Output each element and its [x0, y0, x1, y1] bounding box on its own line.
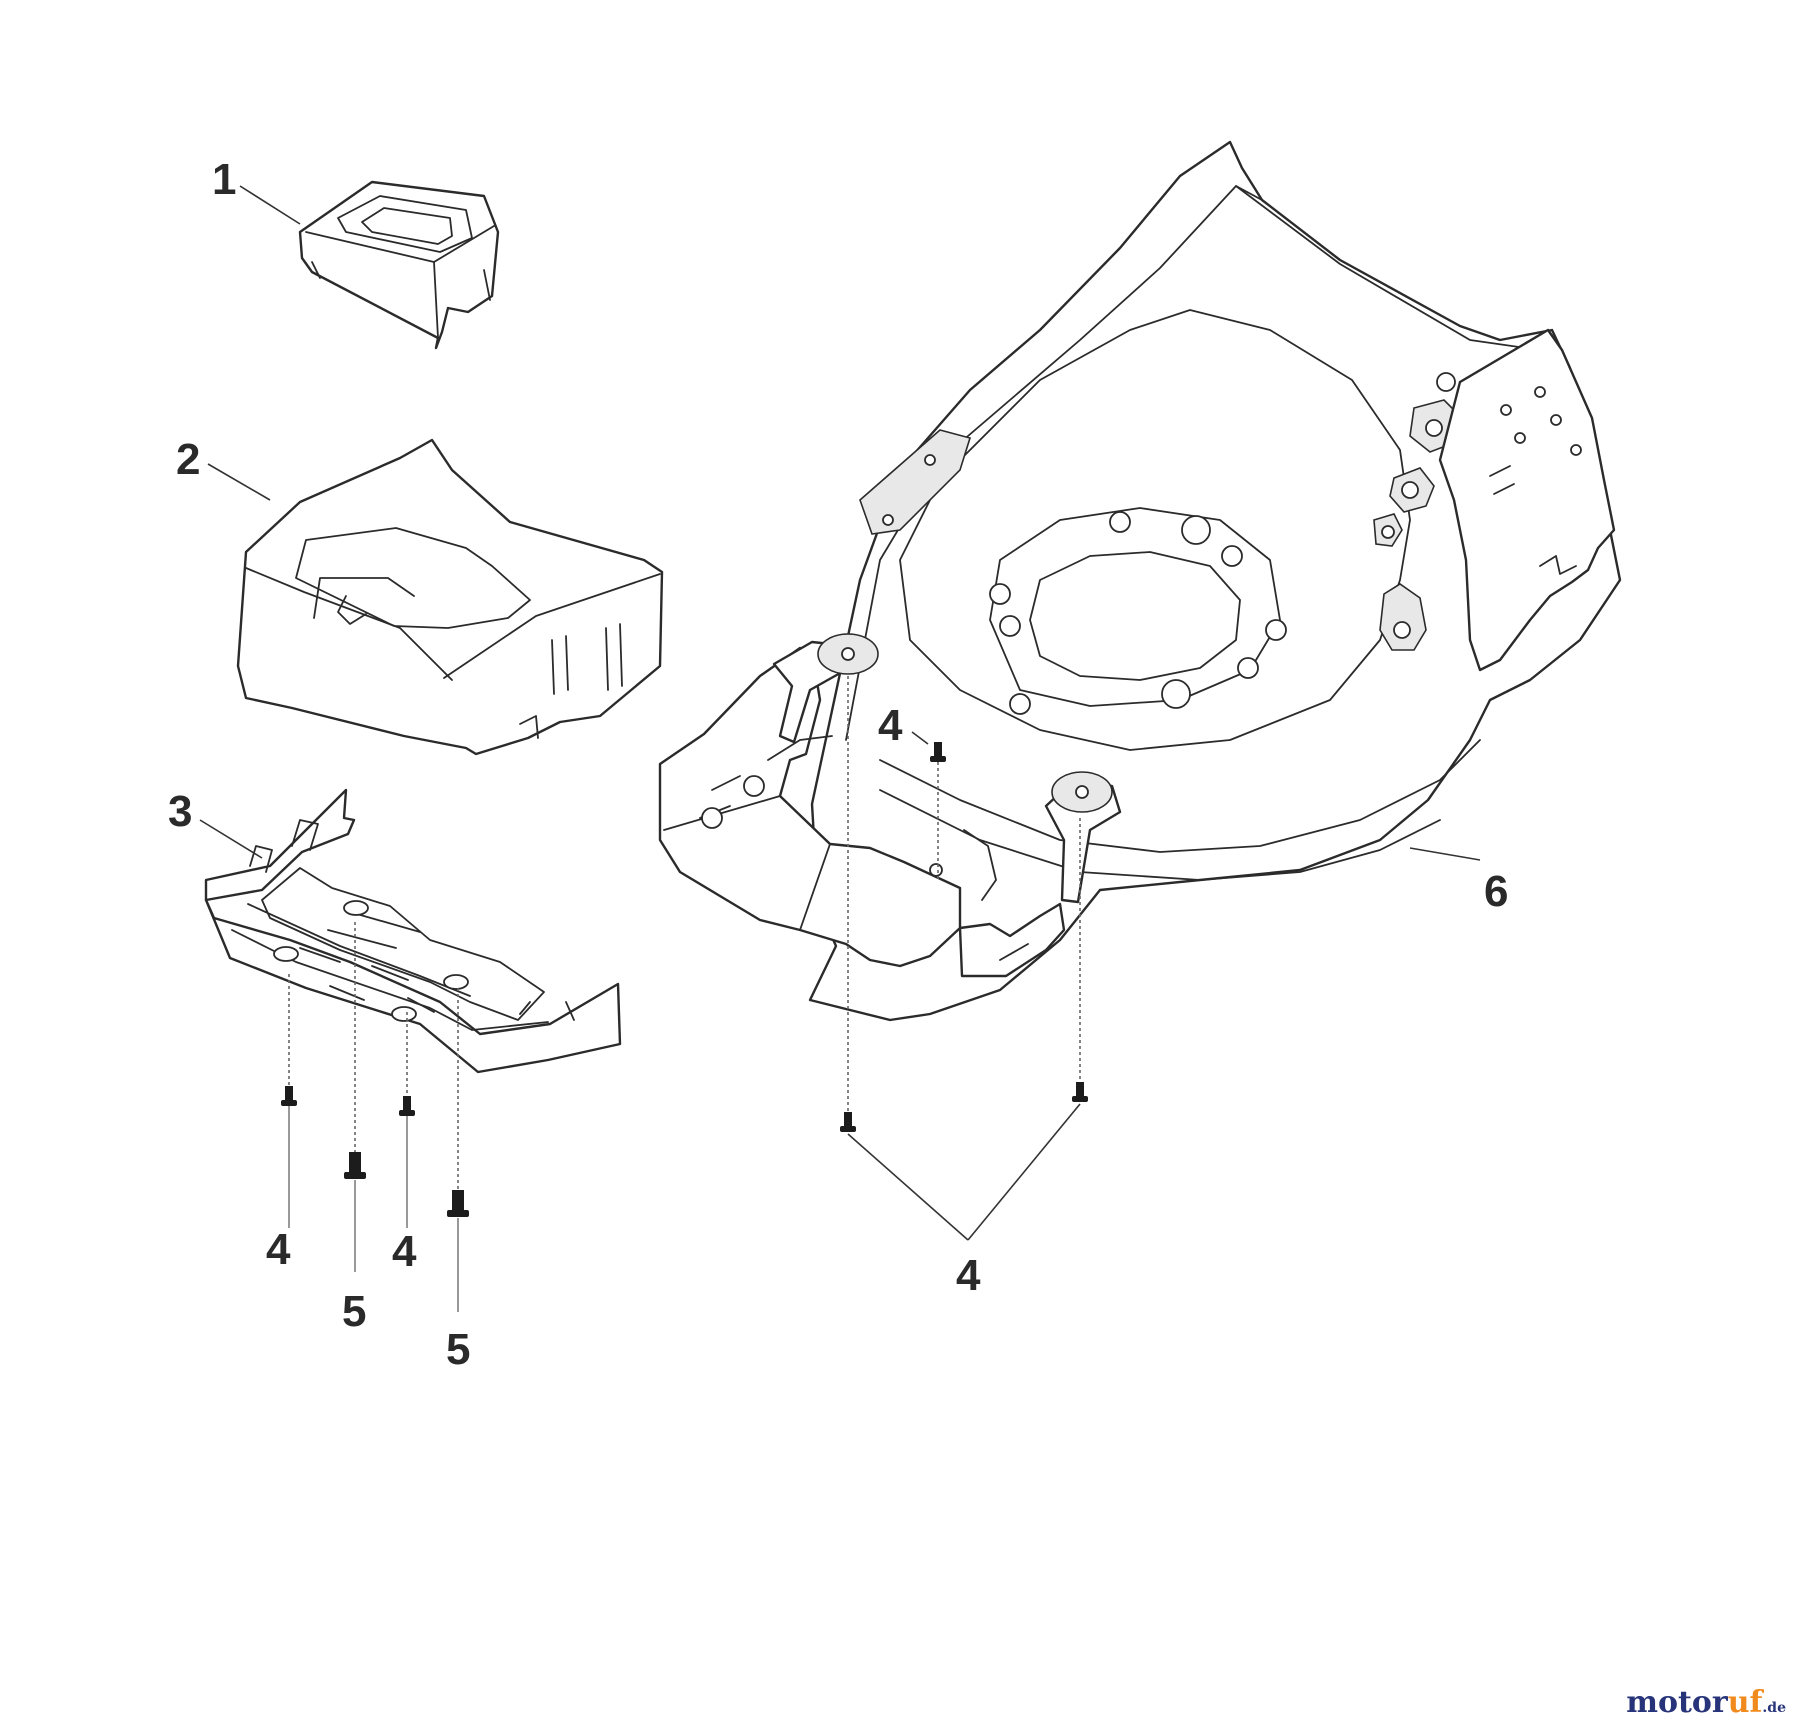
- screw-5-left-b: [447, 1190, 469, 1217]
- screw-4-deck-top: [930, 742, 946, 762]
- part-3-bottom-plate: [204, 788, 622, 1074]
- screw-4-deck-right: [1072, 1082, 1088, 1102]
- watermark-accent: uf: [1727, 1685, 1763, 1720]
- screws: [281, 742, 1088, 1217]
- callout-4-bottom: 4: [956, 1251, 981, 1300]
- callout-6: 6: [1484, 867, 1508, 916]
- part-6-mower-deck: [658, 140, 1622, 1022]
- part-1-handle-cap: [298, 180, 500, 350]
- leader-lines: [199, 185, 1481, 1241]
- screw-5-left-a: [344, 1152, 366, 1179]
- part-2-rear-cover: [236, 438, 664, 756]
- callout-1: 1: [212, 155, 236, 204]
- assembly-lines: [288, 676, 1081, 1312]
- callout-5-a: 5: [342, 1287, 366, 1336]
- callouts: 1 2 3 4 4 4 4 5 5 6: [168, 155, 1508, 1374]
- watermark-main: motor: [1626, 1685, 1728, 1720]
- watermark-tld: .de: [1762, 1700, 1786, 1716]
- screw-4-deck-left: [840, 1112, 856, 1132]
- screw-4-left-a: [281, 1086, 297, 1106]
- screw-4-left-b: [399, 1096, 415, 1116]
- callout-4-left-a: 4: [266, 1225, 291, 1274]
- callout-2: 2: [176, 435, 200, 484]
- callout-4-deck: 4: [878, 701, 903, 750]
- callout-3: 3: [168, 787, 192, 836]
- callout-4-left-b: 4: [392, 1227, 417, 1276]
- motoruf-watermark: motoruf.de: [1626, 1685, 1786, 1720]
- callout-5-b: 5: [446, 1325, 470, 1374]
